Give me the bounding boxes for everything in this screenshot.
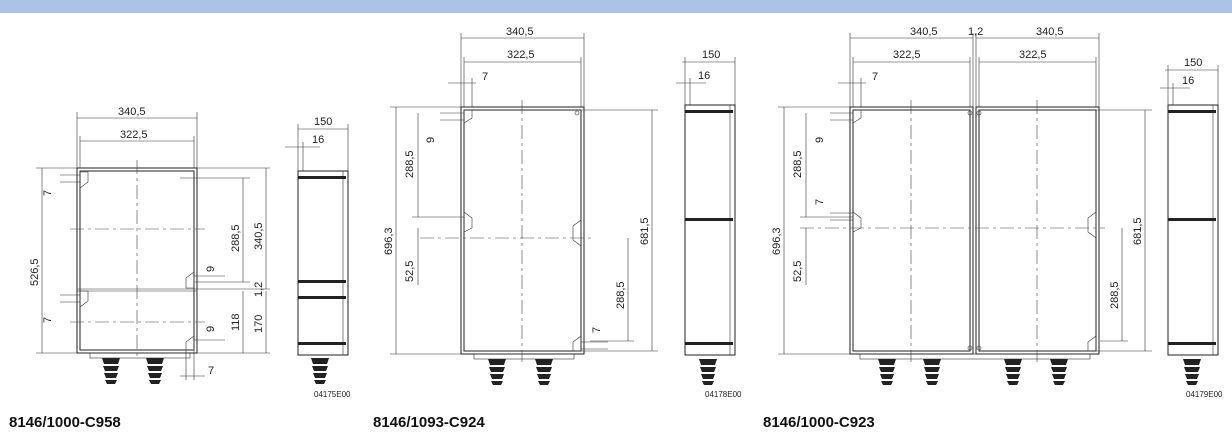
model-label-2: 8146/1093-C924 <box>373 414 485 431</box>
technical-drawing: 340,5 322,5 7 7 526,5 288,5 340,5 9 1,2 … <box>29 26 1223 399</box>
dim-3-5: 7 <box>872 71 878 83</box>
drawing-2-front-view <box>420 100 592 385</box>
dim-1-3: 7 <box>42 317 54 323</box>
dim-1-9: 9 <box>205 326 217 332</box>
dim-1-12: 7 <box>208 365 214 377</box>
drawing-2-side-view: 150 16 04178E00 <box>676 49 742 399</box>
dim-3-0: 340,5 <box>910 26 938 38</box>
drawing-2-dimensions: 340,5 322,5 7 9 288,5 696,3 52,5 681,5 2… <box>383 26 658 355</box>
drawing-3-dimensions: 340,5 1,2 340,5 322,5 322,5 7 9 288,5 7 … <box>771 26 1152 355</box>
drawing-1-front-view <box>70 160 205 384</box>
dim-1-6: 340,5 <box>253 222 265 250</box>
model-label-3: 8146/1000-C923 <box>763 414 875 431</box>
drawing-1-side-view: 150 16 04175E00 <box>285 116 351 399</box>
dim-3-1: 1,2 <box>968 26 983 38</box>
top-bar <box>0 0 1232 13</box>
dim-2-5: 696,3 <box>383 227 395 255</box>
model-label-1: 8146/1000-C958 <box>9 414 121 431</box>
dim-3-3: 322,5 <box>893 49 921 61</box>
dim-3-2: 340,5 <box>1036 26 1064 38</box>
dim-3-6: 9 <box>814 137 826 143</box>
drawing-3-front-view <box>800 100 1105 385</box>
dim-3-12: 288,5 <box>1109 281 1121 309</box>
dim-2-4: 288,5 <box>404 150 416 178</box>
dim-2-7: 681,5 <box>639 217 651 245</box>
dim-3-13: 150 <box>1184 57 1202 69</box>
drawing-2-ref: 04178E00 <box>705 390 742 399</box>
drawing-1-ref: 04175E00 <box>314 390 351 399</box>
dim-2-2: 7 <box>482 71 488 83</box>
dim-3-10: 52,5 <box>792 261 804 282</box>
dim-1-8: 1,2 <box>253 282 265 297</box>
drawing-3-side-view: 150 16 04179E00 <box>1160 57 1223 399</box>
dim-3-9: 696,3 <box>771 227 783 255</box>
dim-1-0: 340,5 <box>118 106 146 118</box>
dim-1-7: 9 <box>205 266 217 272</box>
dim-2-8: 288,5 <box>615 281 627 309</box>
dim-3-8: 7 <box>814 199 826 205</box>
dim-3-4: 322,5 <box>1019 49 1047 61</box>
dim-1-1: 322,5 <box>120 129 148 141</box>
dim-2-1: 322,5 <box>507 49 535 61</box>
dim-1-4: 526,5 <box>29 258 41 286</box>
dim-2-11: 16 <box>698 70 710 82</box>
dim-3-11: 681,5 <box>1132 217 1144 245</box>
dim-1-5: 288,5 <box>230 224 242 252</box>
dim-2-3: 9 <box>425 137 437 143</box>
dim-2-0: 340,5 <box>506 26 534 38</box>
dim-1-13: 150 <box>314 116 332 128</box>
dim-3-7: 288,5 <box>792 150 804 178</box>
dim-2-10: 150 <box>702 49 720 61</box>
dim-1-10: 118 <box>230 313 242 331</box>
dim-3-14: 16 <box>1182 75 1194 87</box>
dim-1-14: 16 <box>312 134 324 146</box>
drawing-1-dimensions: 340,5 322,5 7 7 526,5 288,5 340,5 9 1,2 … <box>29 106 270 380</box>
dim-1-11: 170 <box>253 315 265 333</box>
dim-2-6: 52,5 <box>404 261 416 282</box>
drawing-3-ref: 04179E00 <box>1186 390 1223 399</box>
dim-1-2: 7 <box>42 190 54 196</box>
dim-2-9: 7 <box>591 327 603 333</box>
